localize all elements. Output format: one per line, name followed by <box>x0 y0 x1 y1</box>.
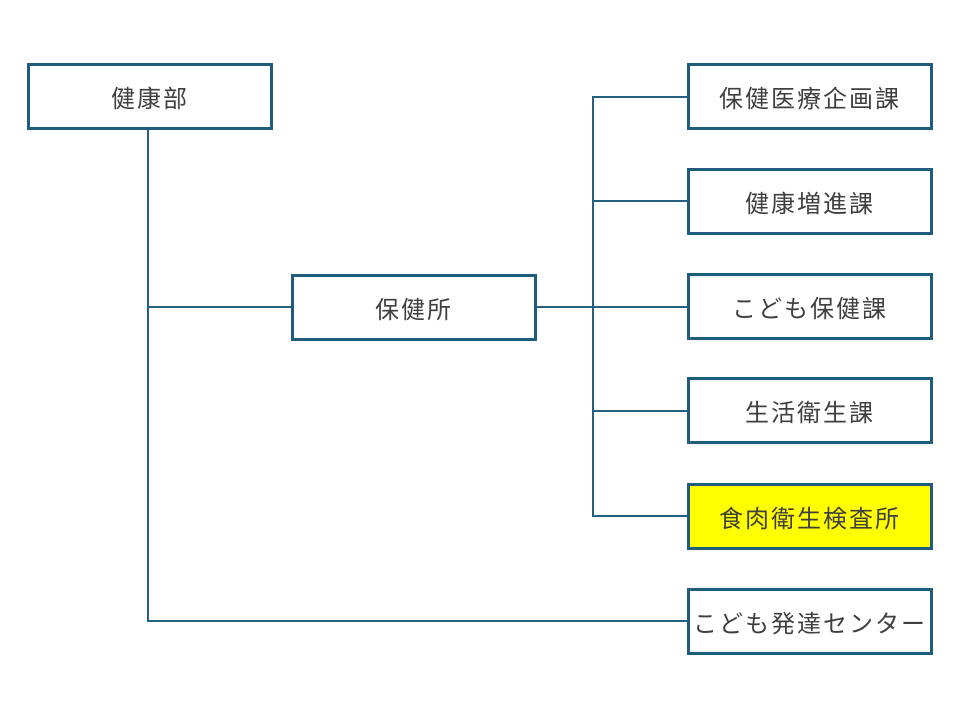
node-health-promotion-division: 健康増進課 <box>687 168 933 235</box>
connector-hokenjo-to-dept3 <box>537 306 687 308</box>
node-life-hygiene-division: 生活衛生課 <box>687 377 933 444</box>
connector-root-to-hokenjo <box>147 306 291 308</box>
node-children-health-division: こども保健課 <box>687 273 933 340</box>
connector-root-trunk <box>147 130 149 622</box>
connector-branch-dept5 <box>592 515 687 517</box>
node-health-medical-planning-division: 保健医療企画課 <box>687 63 933 130</box>
connector-branch-dept1 <box>592 96 687 98</box>
connector-branch-dept4 <box>592 410 687 412</box>
node-health-center: 保健所 <box>291 274 537 341</box>
connector-branch-dept2 <box>592 200 687 202</box>
connector-hokenjo-trunk <box>592 96 594 517</box>
node-meat-hygiene-inspection-office: 食肉衛生検査所 <box>687 483 933 550</box>
connector-root-to-direct-child <box>147 620 687 622</box>
node-children-development-center: こども発達センター <box>687 588 933 655</box>
node-health-department: 健康部 <box>27 63 273 130</box>
